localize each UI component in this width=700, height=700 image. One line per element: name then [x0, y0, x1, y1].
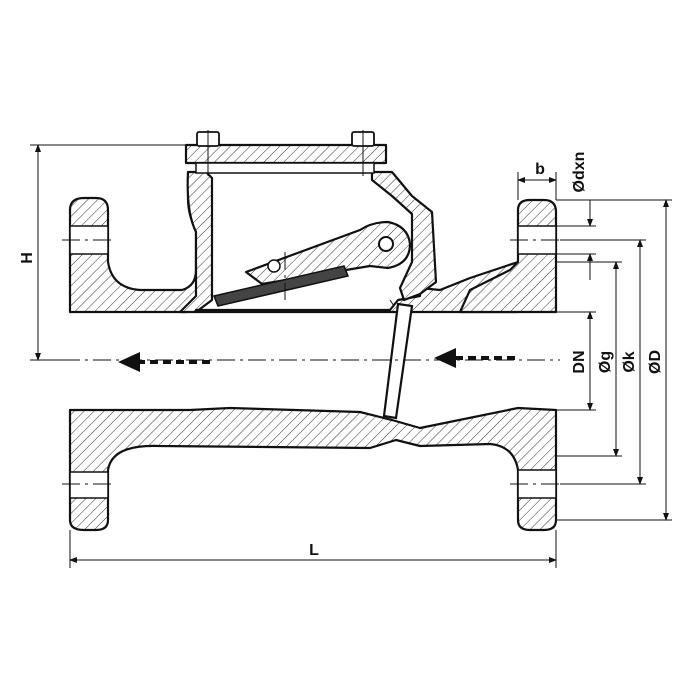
- label-dxn: Ødxn: [571, 152, 588, 193]
- flow-arrows: [118, 348, 515, 372]
- disc-nut: [267, 259, 281, 273]
- bonnet-cover: [184, 130, 388, 176]
- upper-wall: [194, 260, 520, 314]
- label-H: H: [19, 252, 36, 264]
- label-DN: DN: [571, 350, 588, 373]
- valve-body: [68, 170, 558, 532]
- right-upper-body: [370, 170, 438, 302]
- label-g: Øg: [597, 351, 614, 373]
- cover-plate: [184, 143, 388, 165]
- label-k: Øk: [621, 351, 638, 372]
- bolt-hole-bottom-left: [69, 471, 109, 499]
- center-lines: [62, 239, 560, 485]
- hinge-pin: [378, 236, 394, 252]
- right-flange: [458, 198, 558, 314]
- swing-disc-assembly: [212, 220, 414, 420]
- label-L: L: [309, 542, 319, 559]
- seat-disc: [382, 302, 414, 420]
- label-D: ØD: [647, 350, 664, 374]
- label-b: b: [535, 161, 545, 178]
- lower-body: [68, 406, 558, 532]
- swing-arm: [244, 220, 412, 286]
- dimensions: [30, 144, 672, 568]
- dimension-labels: H L b Ødxn DN Øg Øk ØD: [19, 152, 664, 559]
- disc-plate: [212, 265, 350, 307]
- bonnet-left-wall: [178, 170, 214, 314]
